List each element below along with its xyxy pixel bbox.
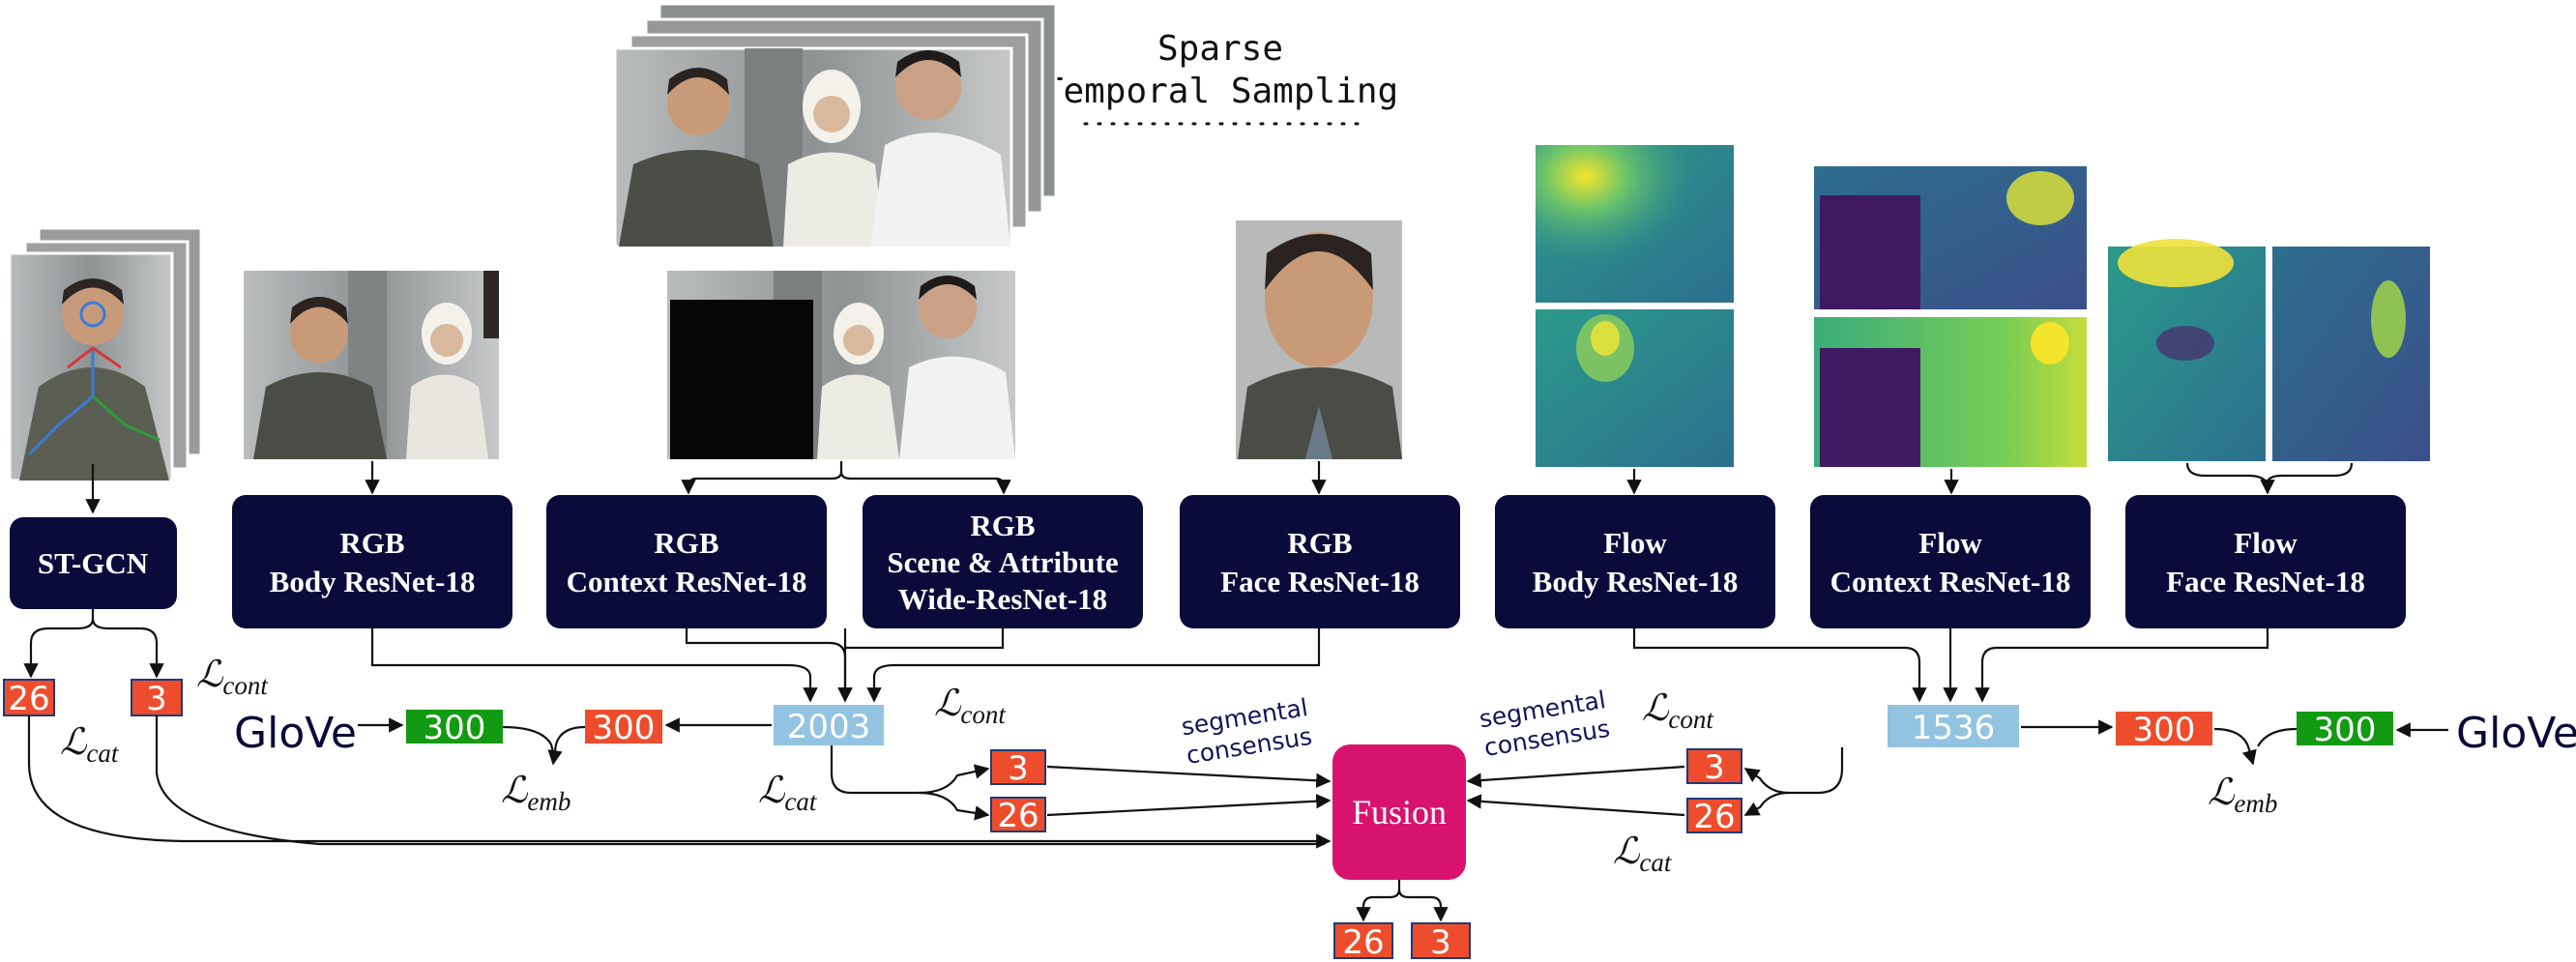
svg-text:Context ResNet-18: Context ResNet-18 — [567, 565, 807, 598]
svg-text:3: 3 — [1008, 749, 1029, 788]
svg-text:3: 3 — [146, 680, 167, 718]
fusion-output-edges — [1356, 880, 1449, 922]
svg-text:ℒcont: ℒcont — [196, 655, 269, 700]
rgb-category-out-box: 26 — [990, 797, 1046, 835]
rgb-continuous-out-box: 3 — [990, 749, 1046, 788]
svg-text:Body ResNet-18: Body ResNet-18 — [270, 565, 476, 598]
rgb-feature-box: 2003 — [774, 705, 884, 746]
svg-text:RGB: RGB — [1287, 526, 1352, 560]
flow-continuous-out-box: 3 — [1686, 748, 1742, 787]
flow-face-network: Flow Face ResNet-18 — [2125, 495, 2406, 628]
svg-text:RGB: RGB — [970, 509, 1035, 542]
svg-text:Flow: Flow — [1918, 526, 1982, 560]
stgcn-continuous-box: 3 — [131, 679, 183, 718]
svg-text:3: 3 — [1704, 748, 1725, 787]
rgb-glove-label: GloVe — [234, 709, 357, 758]
svg-text:Flow: Flow — [1603, 526, 1667, 560]
rgb-embedding-box: 300 — [585, 709, 662, 747]
svg-text:26: 26 — [1342, 923, 1384, 962]
rgb-side-edges — [358, 717, 1332, 821]
rgb-segmental-consensus: segmental consensus — [1180, 693, 1314, 770]
svg-text:ℒcat: ℒcat — [1613, 831, 1673, 877]
svg-text:3: 3 — [1430, 923, 1451, 962]
svg-text:26: 26 — [8, 680, 49, 718]
fusion-label: Fusion — [1352, 793, 1447, 831]
network-to-feature-edges — [23, 609, 2269, 703]
rgb-body-network: RGB Body ResNet-18 — [232, 495, 512, 628]
svg-text:300: 300 — [593, 709, 656, 747]
rgb-glove-box: 300 — [406, 709, 503, 747]
svg-text:ℒemb: ℒemb — [2208, 773, 2277, 818]
stgcn-network: ST-GCN — [10, 517, 177, 609]
loss-rgb-cont: ℒcont — [934, 684, 1007, 729]
image-to-network-edges — [85, 461, 2354, 514]
rgb-face-frame — [1236, 220, 1402, 459]
loss-flow-cat: ℒcat — [1613, 831, 1673, 877]
svg-text:26: 26 — [997, 797, 1039, 835]
output-continuous-box: 3 — [1411, 922, 1471, 962]
svg-text:Face ResNet-18: Face ResNet-18 — [1220, 565, 1420, 598]
svg-text:ℒcont: ℒcont — [934, 684, 1007, 729]
optical-flow-body — [1536, 145, 1734, 467]
svg-text:ℒcat: ℒcat — [60, 722, 120, 768]
svg-text:RGB: RGB — [654, 526, 718, 560]
svg-text:RGB: RGB — [339, 526, 404, 560]
svg-text:Wide-ResNet-18: Wide-ResNet-18 — [898, 582, 1107, 616]
sparse-title-line2: Temporal Sampling — [1042, 72, 1398, 111]
svg-text:Flow: Flow — [2234, 526, 2298, 560]
svg-text:Context ResNet-18: Context ResNet-18 — [1830, 565, 2071, 598]
rgb-context-network: RGB Context ResNet-18 — [546, 495, 827, 628]
loss-stgcn-cat: ℒcat — [60, 722, 120, 768]
fusion-node: Fusion — [1332, 744, 1466, 880]
svg-text:Scene & Attribute: Scene & Attribute — [887, 545, 1118, 579]
stgcn-category-box: 26 — [3, 679, 55, 718]
rgb-scene-frames — [613, 2, 1058, 248]
flow-glove-label: GloVe — [2456, 709, 2576, 758]
optical-flow-face — [2108, 239, 2430, 461]
loss-flow-cont: ℒcont — [1642, 688, 1714, 734]
loss-rgb-emb: ℒemb — [501, 771, 571, 816]
svg-text:300: 300 — [2133, 711, 2196, 749]
svg-text:ℒcat: ℒcat — [758, 771, 818, 816]
svg-text:Body ResNet-18: Body ResNet-18 — [1533, 565, 1739, 598]
loss-flow-emb: ℒemb — [2208, 773, 2277, 818]
flow-context-network: Flow Context ResNet-18 — [1810, 495, 2091, 628]
rgb-scene-network: RGB Scene & Attribute Wide-ResNet-18 — [863, 495, 1143, 628]
svg-text:300: 300 — [2314, 711, 2377, 749]
svg-text:ℒemb: ℒemb — [501, 771, 571, 816]
flow-feature-box: 1536 — [1888, 705, 2019, 747]
rgb-face-network: RGB Face ResNet-18 — [1180, 495, 1460, 628]
skeleton-pose-frames — [8, 226, 203, 482]
loss-stgcn-cont: ℒcont — [196, 655, 269, 700]
loss-rgb-cat: ℒcat — [758, 771, 818, 816]
svg-text:Face ResNet-18: Face ResNet-18 — [2166, 565, 2365, 598]
stgcn-label: ST-GCN — [38, 546, 148, 580]
svg-text:ℒcont: ℒcont — [1642, 688, 1714, 734]
flow-glove-box: 300 — [2297, 711, 2393, 749]
svg-text:1536: 1536 — [1912, 709, 1996, 747]
svg-text:2003: 2003 — [787, 708, 871, 746]
svg-text:300: 300 — [424, 709, 486, 747]
output-category-box: 26 — [1333, 922, 1393, 962]
flow-segmental-consensus: segmental consensus — [1478, 685, 1612, 762]
flow-category-out-box: 26 — [1686, 798, 1742, 836]
stgcn-to-fusion-edges — [27, 715, 1332, 849]
flow-embedding-box: 300 — [2116, 711, 2212, 749]
sparse-title-line1: Sparse — [1157, 29, 1283, 69]
svg-text:26: 26 — [1693, 798, 1735, 836]
rgb-context-masked-frame — [667, 271, 1015, 459]
flow-side-edges — [1466, 719, 2448, 817]
rgb-body-frame — [244, 271, 499, 459]
flow-body-network: Flow Body ResNet-18 — [1495, 495, 1775, 628]
optical-flow-context — [1814, 166, 2087, 467]
